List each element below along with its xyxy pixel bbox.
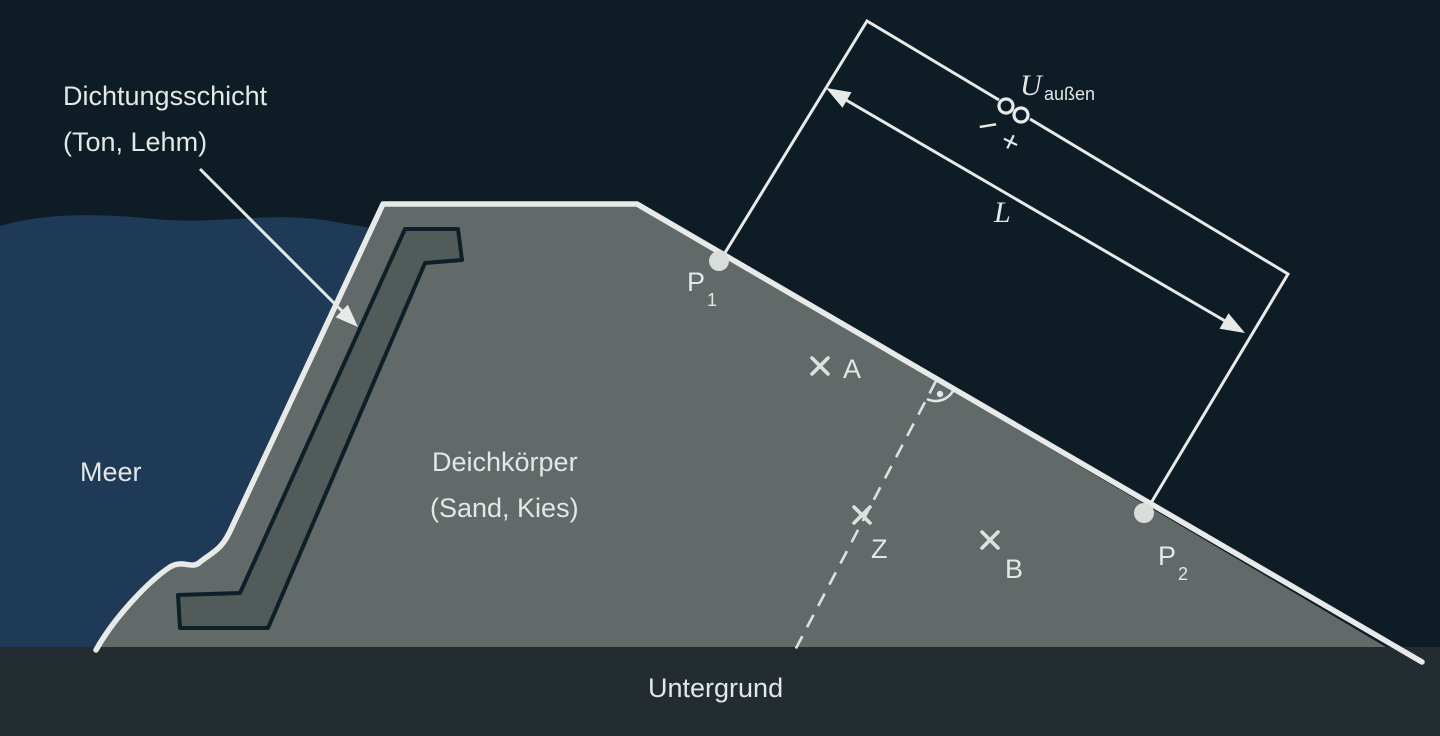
ground-region bbox=[0, 647, 1440, 736]
dike-body-label-line1: Deichkörper bbox=[432, 447, 578, 477]
point-label-b: B bbox=[1005, 554, 1023, 584]
annotation-arrow-line bbox=[198, 167, 344, 313]
sea-region bbox=[0, 215, 371, 651]
right-angle-arc bbox=[926, 390, 955, 403]
battery-terminal-icon bbox=[1012, 106, 1030, 124]
point-label-p2-subscript: 2 bbox=[1178, 564, 1188, 584]
cross-marker-b bbox=[980, 530, 1000, 550]
electrode-dot-p1 bbox=[709, 251, 729, 271]
sealing-layer-band bbox=[176, 227, 464, 630]
dike-body-label-line2: (Sand, Kies) bbox=[430, 493, 579, 523]
point-label-p1-subscript: 1 bbox=[707, 290, 717, 310]
dike-body-region bbox=[96, 204, 1391, 650]
circuit-wire bbox=[721, 18, 1291, 509]
sealing-layer-label-line2: (Ton, Lehm) bbox=[63, 127, 207, 157]
cross-marker-a bbox=[810, 356, 830, 376]
electrode-dot-p2 bbox=[1134, 503, 1154, 523]
point-label-z: Z bbox=[871, 534, 888, 564]
length-arrow bbox=[845, 98, 1233, 327]
voltage-label: U bbox=[1020, 69, 1044, 102]
sealing-layer-label-line1: Dichtungsschicht bbox=[63, 81, 268, 111]
length-label: L bbox=[993, 196, 1011, 229]
arrowhead-right-icon bbox=[1219, 313, 1245, 333]
point-label-p1: P bbox=[687, 267, 705, 297]
cross-marker-z bbox=[852, 505, 872, 525]
dike-outline bbox=[93, 201, 1425, 665]
sea-label: Meer bbox=[80, 457, 142, 487]
point-label-a: A bbox=[843, 354, 861, 384]
right-angle-dot bbox=[936, 390, 944, 398]
voltage-label-subscript: außen bbox=[1044, 84, 1095, 104]
point-label-p2: P bbox=[1158, 541, 1176, 571]
ground-label: Untergrund bbox=[648, 673, 783, 703]
arrowhead-left-icon bbox=[826, 88, 852, 108]
battery-terminal-icon bbox=[997, 97, 1015, 115]
annotation-arrowhead-icon bbox=[335, 304, 358, 327]
